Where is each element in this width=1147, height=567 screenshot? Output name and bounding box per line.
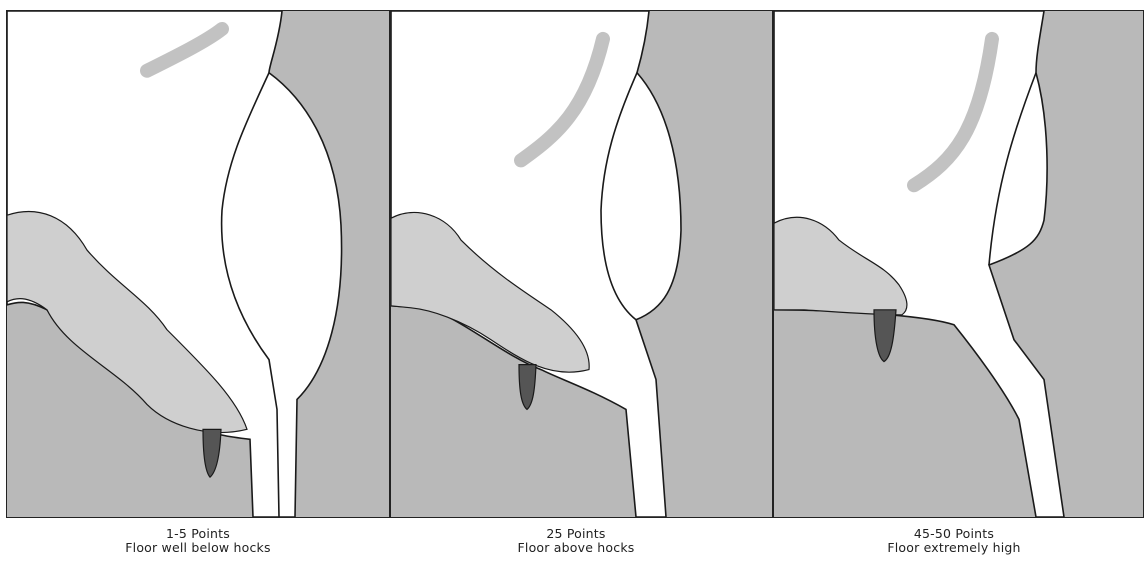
udder-illustration-medium <box>391 11 773 517</box>
panel-2 <box>391 11 773 517</box>
panel-3 <box>774 11 1143 517</box>
floor-description: Floor above hocks <box>386 541 766 555</box>
caption-2: 25 Points Floor above hocks <box>386 527 766 555</box>
panel-1 <box>7 11 390 517</box>
score-label: 1-5 Points <box>8 527 388 541</box>
caption-1: 1-5 Points Floor well below hocks <box>8 527 388 555</box>
score-label: 25 Points <box>386 527 766 541</box>
floor-description: Floor well below hocks <box>8 541 388 555</box>
score-label: 45-50 Points <box>764 527 1144 541</box>
udder-illustration-low <box>7 11 390 517</box>
figure-frame <box>6 10 1144 518</box>
floor-description: Floor extremely high <box>764 541 1144 555</box>
caption-3: 45-50 Points Floor extremely high <box>764 527 1144 555</box>
udder-illustration-high <box>774 11 1143 517</box>
